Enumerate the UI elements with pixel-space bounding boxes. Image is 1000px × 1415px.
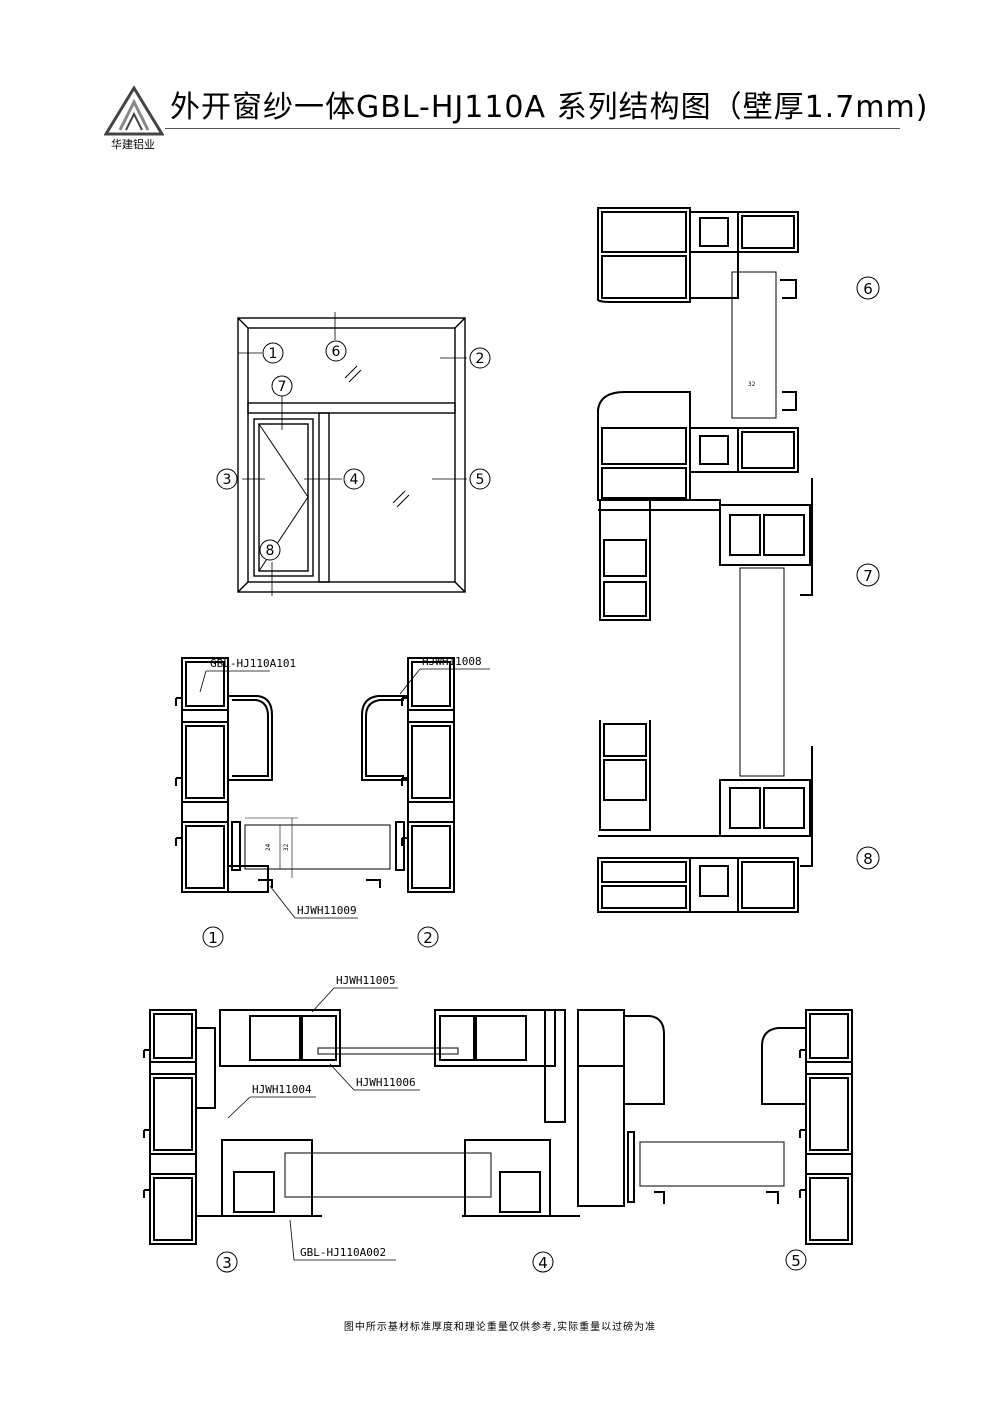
section-marker-6: 6 [863, 280, 873, 298]
section-6-profile [597, 207, 799, 303]
marker-7: 7 [278, 379, 287, 395]
footer-note: 图中所示基材标准厚度和理论重量仅供参考,实际重量以过磅为准 [343, 1322, 657, 1333]
glass-unit-6-7 [731, 271, 777, 419]
label-hjwh11008: HJWH11008 [422, 655, 482, 668]
marker-6: 6 [332, 344, 341, 360]
section-marker-3: 3 [222, 1254, 232, 1272]
label-frame: GBL-HJ110A101 [210, 657, 296, 670]
section-marker-8: 8 [863, 850, 873, 868]
label-hjwh11009: HJWH11009 [297, 904, 357, 917]
dim-24: 24 [265, 843, 272, 851]
glass-unit-5 [639, 1141, 785, 1187]
section-3-profile [143, 1009, 341, 1245]
marker-2: 2 [476, 351, 485, 367]
section-1-profile [175, 657, 273, 893]
section-markers-6-8: 6 7 8 [856, 276, 880, 870]
section-marker-5: 5 [791, 1252, 801, 1270]
section-marker-4: 4 [538, 1254, 548, 1272]
marker-4: 4 [350, 472, 359, 488]
page-title: 外开窗纱一体GBL-HJ110A 系列结构图（壁厚1.7mm) [170, 90, 929, 125]
company-logo [104, 86, 164, 136]
elevation-markers: 1 2 3 4 5 6 7 8 [216, 340, 491, 561]
title-underline [165, 128, 900, 129]
marker-8: 8 [266, 543, 275, 559]
section-markers-1-2: 1 2 [202, 926, 439, 948]
label-hjwh11005: HJWH11005 [336, 974, 396, 987]
leaders-top [199, 668, 490, 919]
dim-32-a: 32 [283, 843, 290, 851]
brand-text: 华建铝业 [111, 138, 155, 151]
section-marker-2: 2 [423, 929, 433, 947]
section-4-profile [434, 1009, 580, 1217]
label-hjwh11006: HJWH11006 [356, 1076, 416, 1089]
sash-screen-bar [317, 1047, 459, 1055]
marker-5: 5 [476, 472, 485, 488]
section-7-profile [599, 478, 813, 621]
section-transom-profile [597, 391, 799, 511]
glass-unit-1 [244, 817, 391, 878]
glass-unit-4 [284, 1152, 492, 1198]
label-mullion: GBL-HJ110A002 [300, 1246, 386, 1259]
section-marker-7: 7 [863, 567, 873, 585]
section-5-profile [577, 1009, 853, 1245]
glass-unit-7-8 [739, 567, 785, 777]
label-hjwh11004: HJWH11004 [252, 1083, 312, 1096]
section-markers-3-5: 3 4 5 [216, 1249, 807, 1273]
leaders-bottom [227, 987, 420, 1261]
section-2-profile [361, 657, 455, 893]
marker-1: 1 [269, 346, 278, 362]
marker-3: 3 [223, 472, 232, 488]
dim-32-b: 32 [748, 381, 756, 388]
section-8-profile [597, 720, 813, 913]
section-marker-1: 1 [208, 929, 218, 947]
